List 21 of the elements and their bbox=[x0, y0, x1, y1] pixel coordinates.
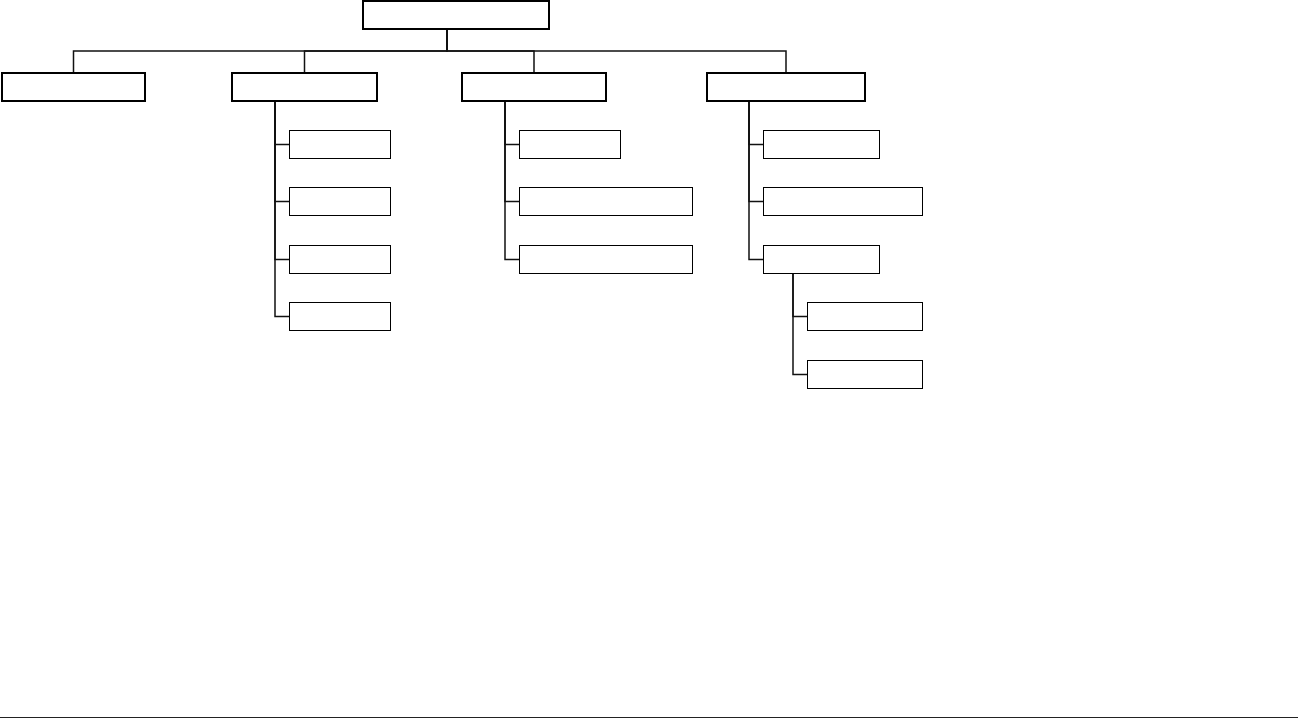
org-chart-box bbox=[763, 245, 880, 274]
org-chart-box bbox=[519, 245, 693, 274]
connector-line bbox=[748, 101, 764, 261]
org-chart-box bbox=[289, 245, 391, 274]
org-chart-box bbox=[289, 130, 391, 159]
org-chart-box bbox=[362, 0, 550, 30]
org-chart-box bbox=[763, 187, 923, 216]
org-chart-box bbox=[706, 72, 866, 102]
org-chart-box bbox=[1, 72, 146, 102]
connector-line bbox=[504, 101, 520, 261]
org-chart-box bbox=[289, 187, 391, 216]
org-chart-box bbox=[289, 302, 391, 331]
org-chart-box bbox=[807, 302, 923, 331]
org-chart-box bbox=[807, 360, 923, 389]
connector-line bbox=[792, 273, 808, 376]
org-chart-box bbox=[763, 130, 880, 159]
org-chart-box bbox=[231, 72, 378, 102]
org-chart-box bbox=[461, 72, 607, 102]
org-chart-box bbox=[519, 130, 621, 159]
connector-line bbox=[274, 101, 290, 318]
org-chart-box bbox=[519, 187, 693, 216]
